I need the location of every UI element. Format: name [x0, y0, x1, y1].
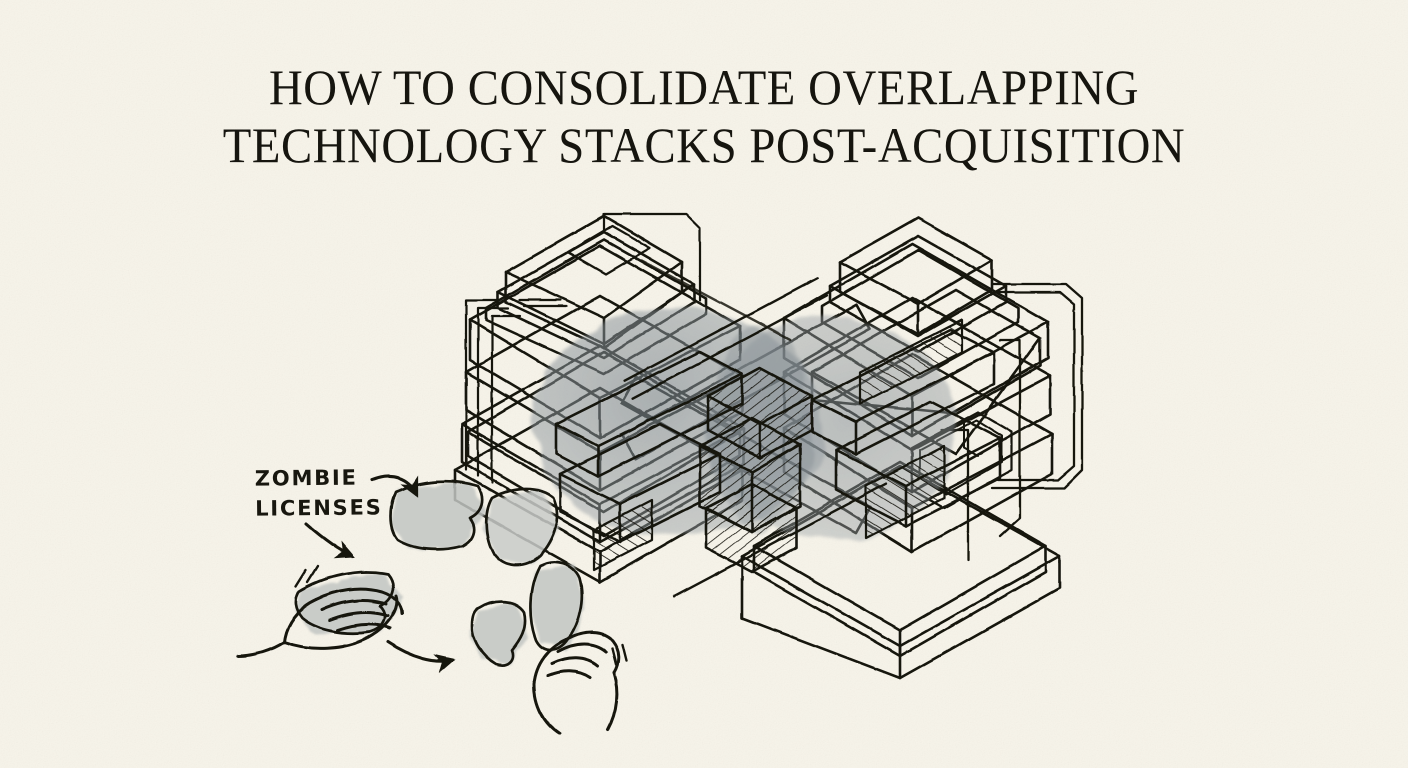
annotation-line-2: LICENSES	[255, 495, 383, 521]
annotation-zombie-licenses: ZOMBIE LICENSES	[255, 462, 383, 523]
page-title: HOW TO CONSOLIDATE OVERLAPPING TECHNOLOG…	[0, 58, 1408, 174]
annotation-line-1: ZOMBIE	[254, 465, 358, 491]
arrow-to-fragment-lower	[304, 522, 356, 559]
title-line-2: TECHNOLOGY STACKS POST-ACQUISITION	[222, 117, 1186, 173]
hand-right	[532, 631, 628, 736]
title-line-1: HOW TO CONSOLIDATE OVERLAPPING	[268, 59, 1140, 115]
overlap-hatched-column	[698, 366, 814, 574]
arrow-to-fragment-right	[386, 640, 456, 674]
